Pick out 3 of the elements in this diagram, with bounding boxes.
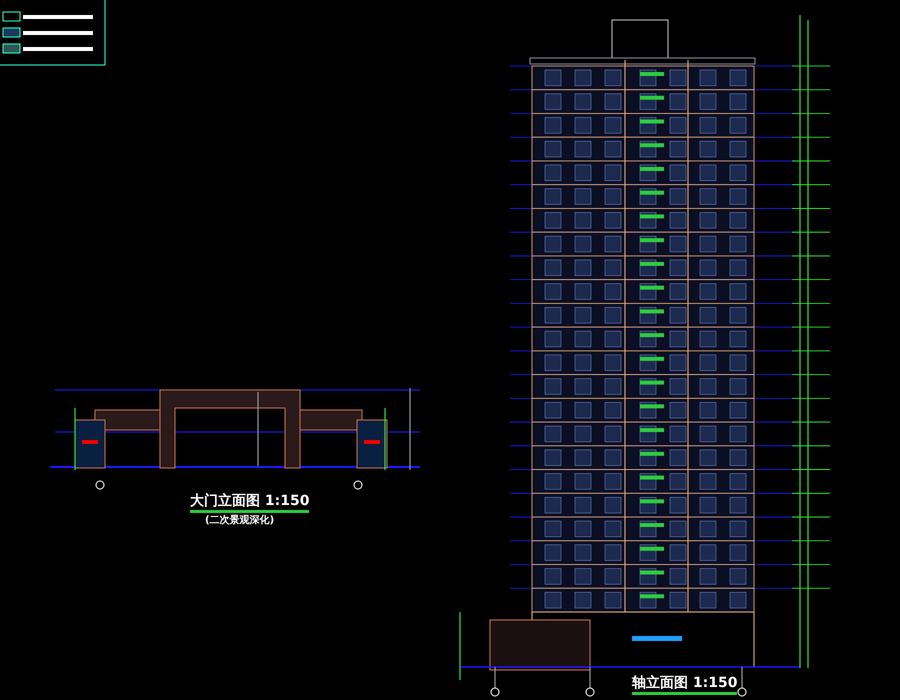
drawing-title: 大门立面图 1:150 <box>190 494 310 514</box>
drawing-title: 轴立面图 1:150 <box>632 676 738 696</box>
drawing-title: (二次景观深化) <box>205 515 274 527</box>
